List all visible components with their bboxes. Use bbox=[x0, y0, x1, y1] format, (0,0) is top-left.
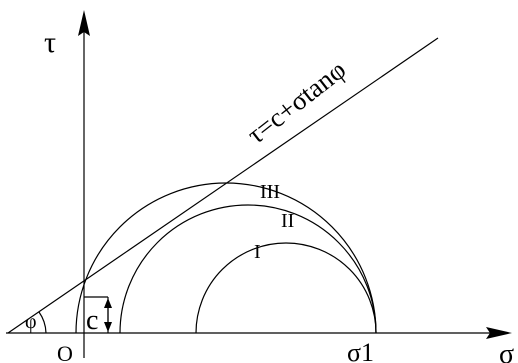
cohesion-arrowhead-up bbox=[104, 298, 112, 308]
strength-envelope-line bbox=[7, 37, 439, 334]
cohesion-label: c bbox=[86, 305, 98, 336]
circle-3-label: III bbox=[260, 181, 280, 203]
circle-2-label: II bbox=[281, 210, 294, 232]
friction-angle-arc bbox=[38, 311, 47, 334]
mohr-circle-2 bbox=[119, 204, 377, 334]
origin-label: O bbox=[57, 341, 73, 363]
cohesion-arrowhead-down bbox=[104, 322, 112, 332]
sigma-axis-arrowhead bbox=[486, 327, 512, 339]
sigma1-label: σ1 bbox=[347, 338, 374, 363]
friction-angle-label: φ bbox=[25, 311, 37, 333]
mohr-circle-1 bbox=[195, 242, 377, 334]
sigma-axis-label: σ bbox=[499, 339, 514, 363]
circle-1-label: I bbox=[254, 241, 261, 263]
tau-axis-label: τ bbox=[44, 26, 56, 59]
tau-axis-arrowhead bbox=[78, 10, 90, 36]
mohr-circle-3 bbox=[75, 182, 377, 334]
